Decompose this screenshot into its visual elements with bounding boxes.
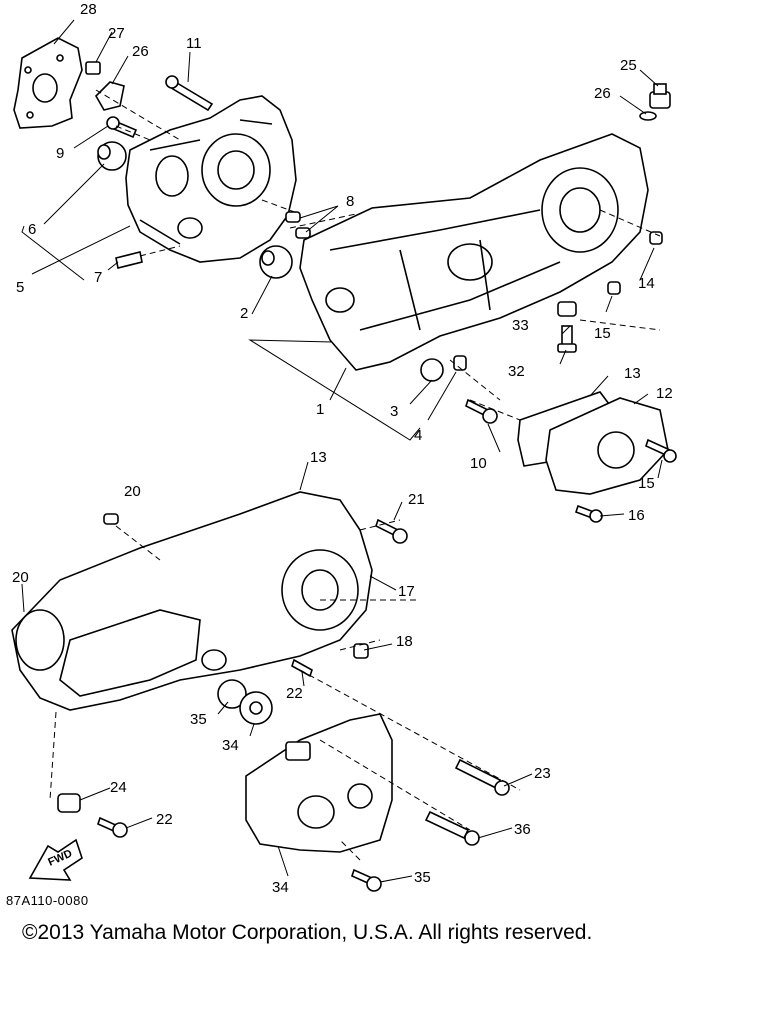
bolt-35 bbox=[351, 868, 382, 892]
callout-31: 28 bbox=[80, 1, 97, 18]
callout-36: 36 bbox=[514, 821, 531, 838]
dowel-15b bbox=[607, 281, 621, 295]
fwd-arrow-icon bbox=[28, 838, 83, 881]
callout-1: 1 bbox=[316, 401, 324, 418]
callout-5: 5 bbox=[16, 279, 24, 296]
dowel-8 bbox=[285, 211, 311, 239]
washer-26 bbox=[639, 111, 657, 121]
callout-27: 32 bbox=[508, 363, 525, 380]
cap-32 bbox=[239, 691, 273, 725]
gasket-31 bbox=[13, 37, 83, 129]
bracket-29 bbox=[95, 81, 125, 111]
callout-15b: 15 bbox=[594, 325, 611, 342]
callout-labels: 28 27 26 11 9 6 5 7 8 2 1 3 4 10 25 26 1… bbox=[12, 1, 673, 896]
callout-7: 7 bbox=[94, 269, 102, 286]
clamp-24 bbox=[57, 793, 81, 813]
callout-9: 9 bbox=[56, 145, 64, 162]
bushing-2 bbox=[259, 245, 293, 279]
bolt-27 bbox=[557, 325, 577, 353]
dowel-20 bbox=[103, 513, 119, 525]
copyright-notice: ©2013 Yamaha Motor Corporation, U.S.A. A… bbox=[22, 921, 593, 944]
callout-18: 17 bbox=[398, 583, 415, 600]
leader-lines bbox=[21, 19, 663, 883]
plug-28 bbox=[557, 301, 577, 317]
callout-35: 35 bbox=[414, 869, 431, 886]
callout-12: 12 bbox=[656, 385, 673, 402]
callout-17: 16 bbox=[628, 507, 645, 524]
callout-33: 35 bbox=[190, 711, 207, 728]
callout-11: 11 bbox=[186, 35, 202, 52]
callout-20a: 20 bbox=[124, 483, 141, 500]
callout-29: 26 bbox=[132, 43, 149, 60]
cap-33 bbox=[217, 679, 247, 709]
callout-16: 15 bbox=[638, 475, 655, 492]
pin-7 bbox=[115, 251, 143, 269]
callout-15a: 14 bbox=[638, 275, 655, 292]
callout-24: 24 bbox=[110, 779, 127, 796]
bolt-36 bbox=[424, 810, 480, 846]
callout-23: 23 bbox=[534, 765, 551, 782]
callout-22b: 22 bbox=[156, 811, 173, 828]
figure-code: 87A110-0080 bbox=[6, 893, 89, 908]
bolt-10 bbox=[465, 398, 498, 424]
crankcase-cover-13 bbox=[11, 491, 373, 711]
dowel-15a bbox=[649, 231, 663, 245]
nut-30 bbox=[85, 61, 101, 75]
callout-13: 13 bbox=[310, 449, 327, 466]
callout-20b: 20 bbox=[12, 569, 29, 586]
bushing-3 bbox=[420, 358, 444, 382]
callout-34: 34 bbox=[272, 879, 289, 896]
callout-2: 2 bbox=[240, 305, 248, 322]
callout-28: 33 bbox=[512, 317, 529, 334]
bolt-17 bbox=[574, 504, 603, 523]
bolt-11 bbox=[165, 75, 214, 112]
left-crankcase-5 bbox=[125, 95, 297, 263]
callout-4: 4 bbox=[414, 427, 422, 444]
callout-8: 8 bbox=[346, 193, 354, 210]
exploded-parts-diagram: FWD 28 27 26 11 9 6 5 7 8 2 1 3 4 10 25 … bbox=[11, 1, 677, 896]
bolt-22b bbox=[97, 816, 128, 838]
callout-26: 26 bbox=[594, 85, 611, 102]
bushing-6 bbox=[97, 141, 127, 171]
bolt-9 bbox=[106, 116, 138, 139]
plug-19 bbox=[353, 643, 369, 659]
bolt-16 bbox=[645, 438, 677, 463]
drain-bolt-25 bbox=[649, 83, 671, 109]
callout-22a: 22 bbox=[286, 685, 303, 702]
cover-12 bbox=[545, 397, 669, 495]
callout-6: 6 bbox=[28, 221, 36, 238]
callout-32: 34 bbox=[222, 737, 239, 754]
callout-21: 21 bbox=[408, 491, 425, 508]
callout-30: 27 bbox=[108, 25, 125, 42]
bolt-21 bbox=[375, 518, 408, 544]
callout-3: 3 bbox=[390, 403, 398, 420]
callout-10: 10 bbox=[470, 455, 487, 472]
bolt-23 bbox=[454, 758, 510, 796]
callout-14: 13 bbox=[624, 365, 641, 382]
lower-cover-34 bbox=[245, 713, 393, 853]
callout-19: 18 bbox=[396, 633, 413, 650]
callout-25: 25 bbox=[620, 57, 637, 74]
gasket-20 bbox=[15, 609, 65, 671]
right-crankcase-1 bbox=[299, 133, 649, 371]
